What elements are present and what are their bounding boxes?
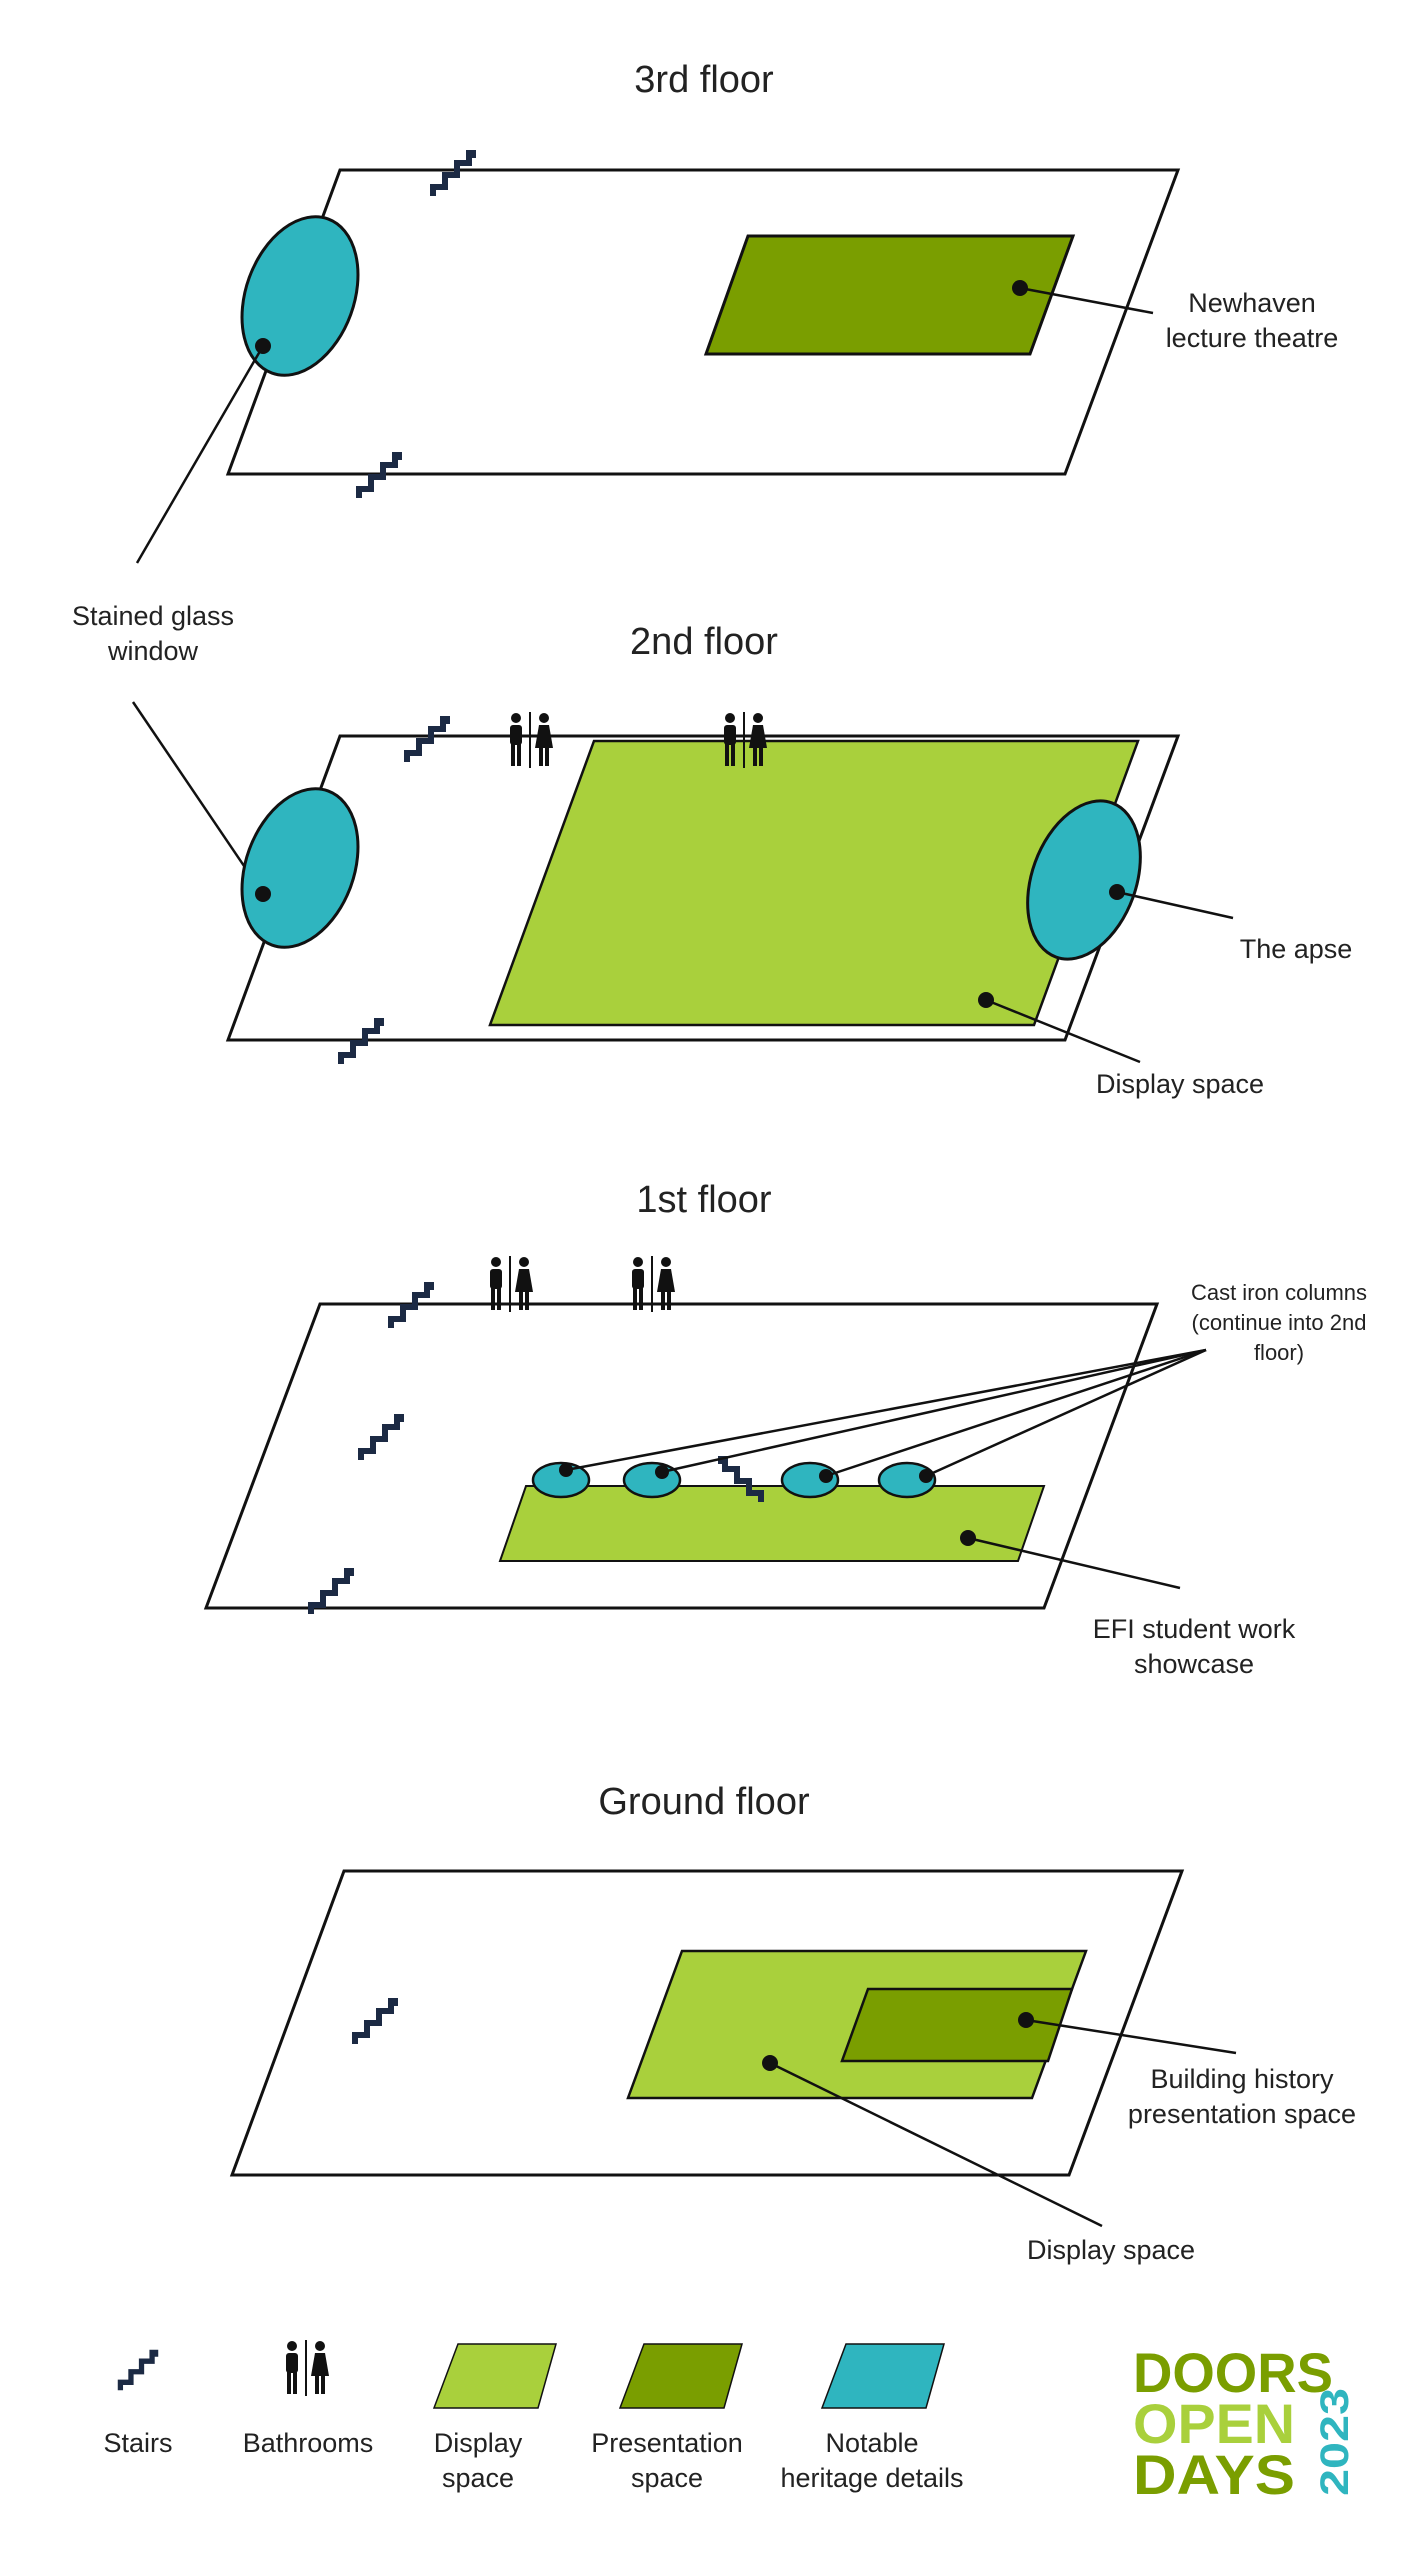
columns-label-line1: Cast iron columns [1191,1280,1367,1305]
ground-floor: Ground floor Building history presentati… [229,1781,1356,2265]
legend-heritage-line1: Notable [825,2428,918,2458]
columns-label-line3: floor) [1254,1340,1304,1365]
stained-glass-marker-3rd [255,338,271,354]
column-leader-line [661,1348,1207,1474]
newhaven-label-line2: lecture theatre [1166,323,1339,353]
stained-glass-marker-2nd [255,886,271,902]
stairs-icon [117,2349,159,2391]
column-marker [655,1465,669,1479]
third-floor-title: 3rd floor [634,59,774,101]
column-marker [559,1463,573,1477]
history-presentation-area [840,1987,1074,2063]
legend-stairs-label: Stairs [103,2428,172,2458]
efi-marker [960,1530,976,1546]
legend-display-swatch [432,2343,557,2409]
efi-label-line2: showcase [1134,1649,1254,1679]
display-marker-2nd [978,992,994,1008]
apse-ellipse [1026,799,1142,961]
display-label-ground: Display space [1027,2235,1195,2265]
legend-heritage-swatch [820,2343,945,2409]
efi-label-line1: EFI student work [1093,1614,1296,1644]
cast-iron-column [622,1461,682,1499]
first-floor: 1st floor Cast iron columns (continue in… [203,1179,1367,1679]
third-floor: 3rd floor Newhaven lecture theatre [225,59,1339,498]
efi-showcase-area [498,1485,1046,1562]
stained-glass-callout: Stained glass window [72,338,271,895]
second-floor-title: 2nd floor [630,621,778,663]
display-marker-ground [762,2055,778,2071]
history-label-line1: Building history [1150,2064,1334,2094]
bathroom-icon [286,2340,329,2396]
display-leader-2nd [985,998,1141,1064]
efi-leader-line [967,1536,1181,1590]
apse-marker [1109,884,1125,900]
logo-line2: OPEN [1133,2392,1295,2455]
legend-presentation-line2: space [631,2463,703,2493]
newhaven-theatre-area [703,234,1076,356]
stained-glass-window-3rd [240,215,360,377]
display-leader-ground [769,2061,1103,2228]
apse-leader-line [1116,890,1234,920]
column-leader-line [825,1348,1207,1478]
column-leader-line [565,1348,1207,1472]
newhaven-leader-line [1019,286,1154,315]
newhaven-label-line1: Newhaven [1188,288,1316,318]
column-leader-line [925,1348,1207,1478]
second-floor: 2nd floor The apse Display space [225,621,1353,1099]
legend-display-line2: space [442,2463,514,2493]
column-marker [919,1469,933,1483]
legend-heritage-line2: heritage details [780,2463,963,2493]
stained-glass-leader-3rd [135,345,265,564]
legend-display-line1: Display [434,2428,523,2458]
history-marker [1018,2012,1034,2028]
legend-presentation-swatch [618,2343,743,2409]
legend-bathrooms-label: Bathrooms [243,2428,374,2458]
legend: Stairs Bathrooms Display space Presentat… [103,2340,964,2493]
first-floor-plate [203,1302,1160,1610]
logo-line1: DOORS [1133,2341,1333,2404]
logo-line3: DAYS [1133,2443,1295,2506]
stained-glass-window-2nd [240,787,360,949]
stained-glass-label-line1: Stained glass [72,601,234,631]
stained-glass-label-line2: window [107,636,199,666]
legend-presentation-line1: Presentation [591,2428,743,2458]
display-label-2nd: Display space [1096,1069,1264,1099]
history-label-line2: presentation space [1128,2099,1356,2129]
columns-label-line2: (continue into 2nd [1192,1310,1367,1335]
doors-open-days-logo: DOORS OPEN DAYS 2023 [1133,2341,1357,2506]
logo-year: 2023 [1313,2388,1357,2496]
first-floor-title: 1st floor [636,1179,772,1221]
cast-iron-column [531,1461,591,1499]
column-marker [819,1469,833,1483]
history-leader-line [1025,2018,1237,2055]
newhaven-marker [1012,280,1028,296]
stained-glass-leader-2nd [131,701,265,895]
display-space-2nd [488,739,1140,1027]
apse-label: The apse [1240,934,1353,964]
ground-floor-title: Ground floor [598,1781,810,1823]
